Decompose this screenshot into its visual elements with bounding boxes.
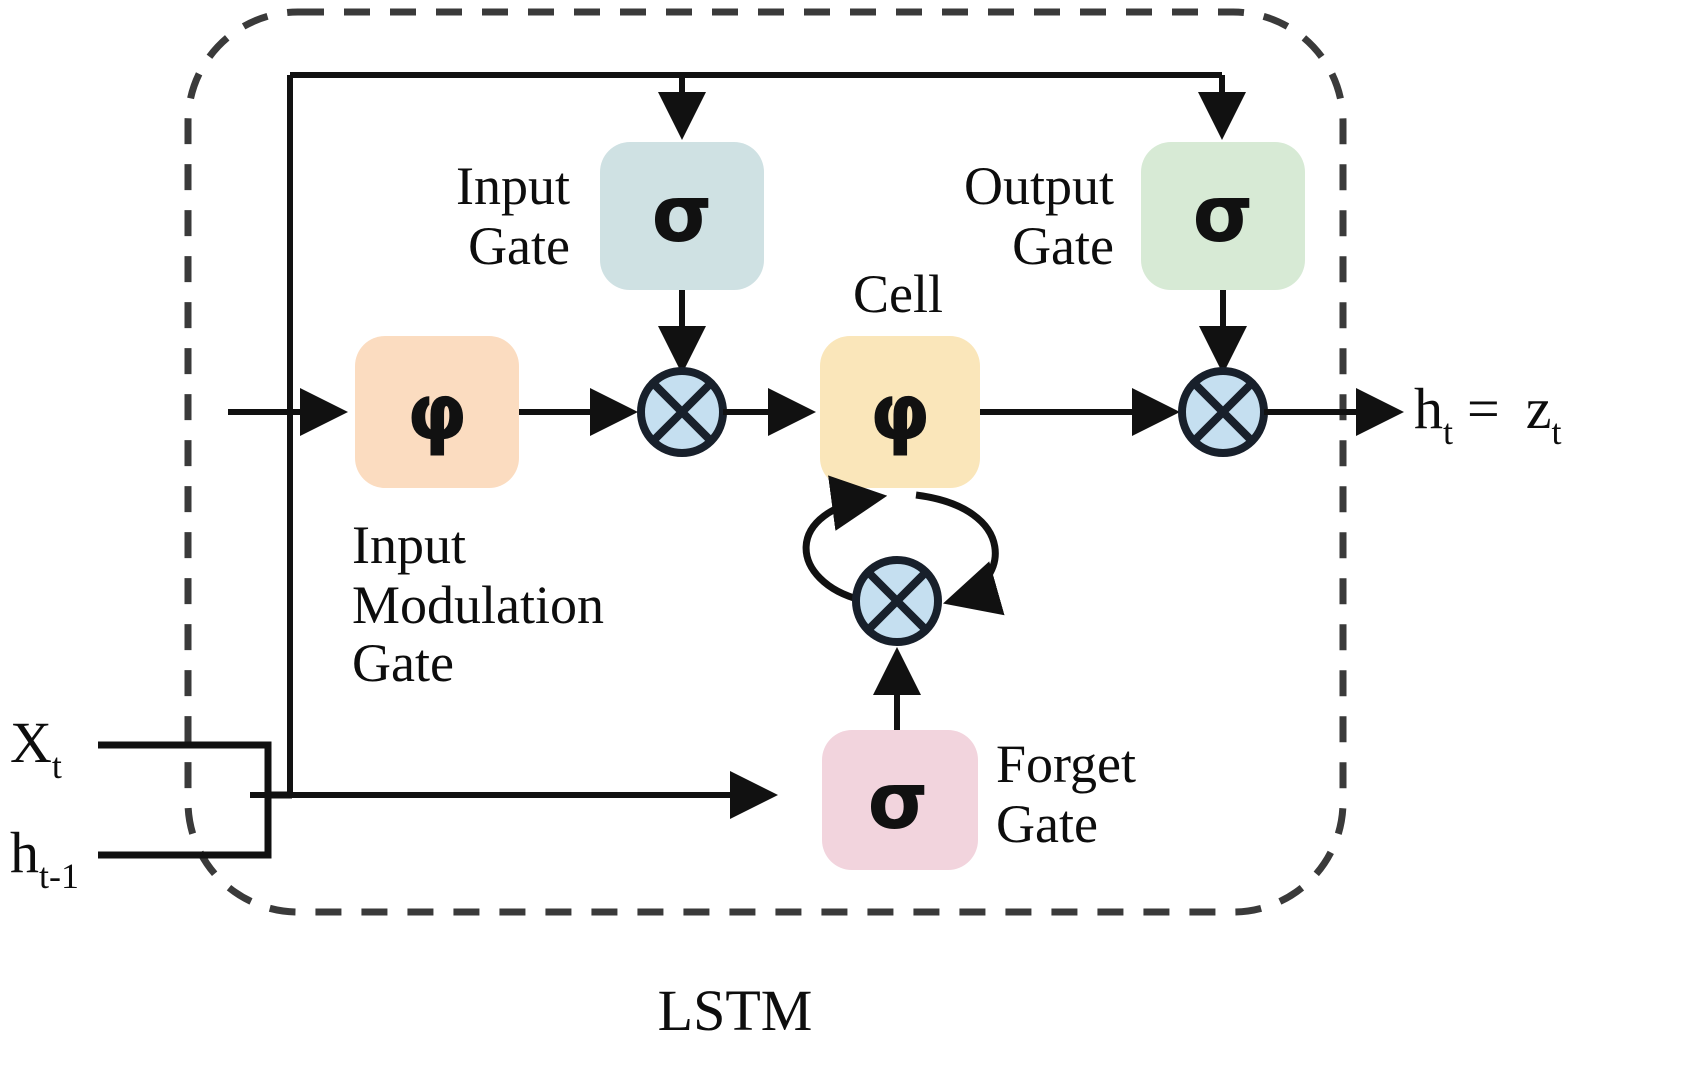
input-merge-bracket xyxy=(98,741,272,859)
recurrent-loop-up xyxy=(802,475,888,604)
input-label-h: ht-1 xyxy=(10,820,79,896)
output-gate-label-line1: Output xyxy=(964,156,1114,216)
output-equals: = xyxy=(1467,376,1500,441)
figure-caption: LSTM xyxy=(658,978,813,1043)
cell-box[interactable] xyxy=(820,336,980,488)
recurrent-loop-down xyxy=(915,491,1005,616)
output-label: ht=zt xyxy=(1414,376,1561,452)
forget-gate-label-line2: Gate xyxy=(996,794,1098,854)
input-modulation-gate-glyph: φ xyxy=(406,368,467,458)
output-gate-glyph: σ xyxy=(1193,170,1254,260)
forget-gate-box[interactable] xyxy=(822,730,978,870)
output-h-sub: t xyxy=(1443,412,1453,452)
input-x-main: X xyxy=(10,710,52,775)
input-modulation-gate-label-line2: Modulation xyxy=(352,575,604,635)
input-modulation-gate-label-line3: Gate xyxy=(352,633,454,693)
input-gate-label-line1: Input xyxy=(456,156,570,216)
output-gate-label-line2: Gate xyxy=(1012,216,1114,276)
output-z-main: z xyxy=(1526,376,1552,441)
multiply-node-input[interactable] xyxy=(637,367,727,457)
forget-gate-glyph: σ xyxy=(868,757,929,847)
input-gate-box[interactable] xyxy=(600,142,764,290)
svg-text:ht=zt: ht=zt xyxy=(1414,376,1561,452)
lstm-boundary xyxy=(184,8,1347,916)
multiply-node-output[interactable] xyxy=(1178,367,1268,457)
output-h-main: h xyxy=(1414,376,1443,441)
input-h-sub: t-1 xyxy=(39,856,79,896)
output-gate-box[interactable] xyxy=(1141,142,1305,290)
svg-text:Xt: Xt xyxy=(10,710,62,786)
cell-label: Cell xyxy=(853,264,943,324)
input-x-sub: t xyxy=(52,746,62,786)
output-z-sub: t xyxy=(1551,412,1561,452)
cell-glyph: φ xyxy=(869,368,930,458)
input-label-x: Xt xyxy=(10,710,62,786)
input-gate-glyph: σ xyxy=(652,170,713,260)
input-modulation-gate-box[interactable] xyxy=(355,336,519,488)
input-modulation-gate-label-line1: Input xyxy=(352,515,466,575)
svg-text:ht-1: ht-1 xyxy=(10,820,79,896)
input-h-main: h xyxy=(10,820,39,885)
forget-gate-label-line1: Forget xyxy=(996,734,1136,794)
input-gate-label-line2: Gate xyxy=(468,216,570,276)
multiply-node-forget[interactable] xyxy=(852,556,942,646)
